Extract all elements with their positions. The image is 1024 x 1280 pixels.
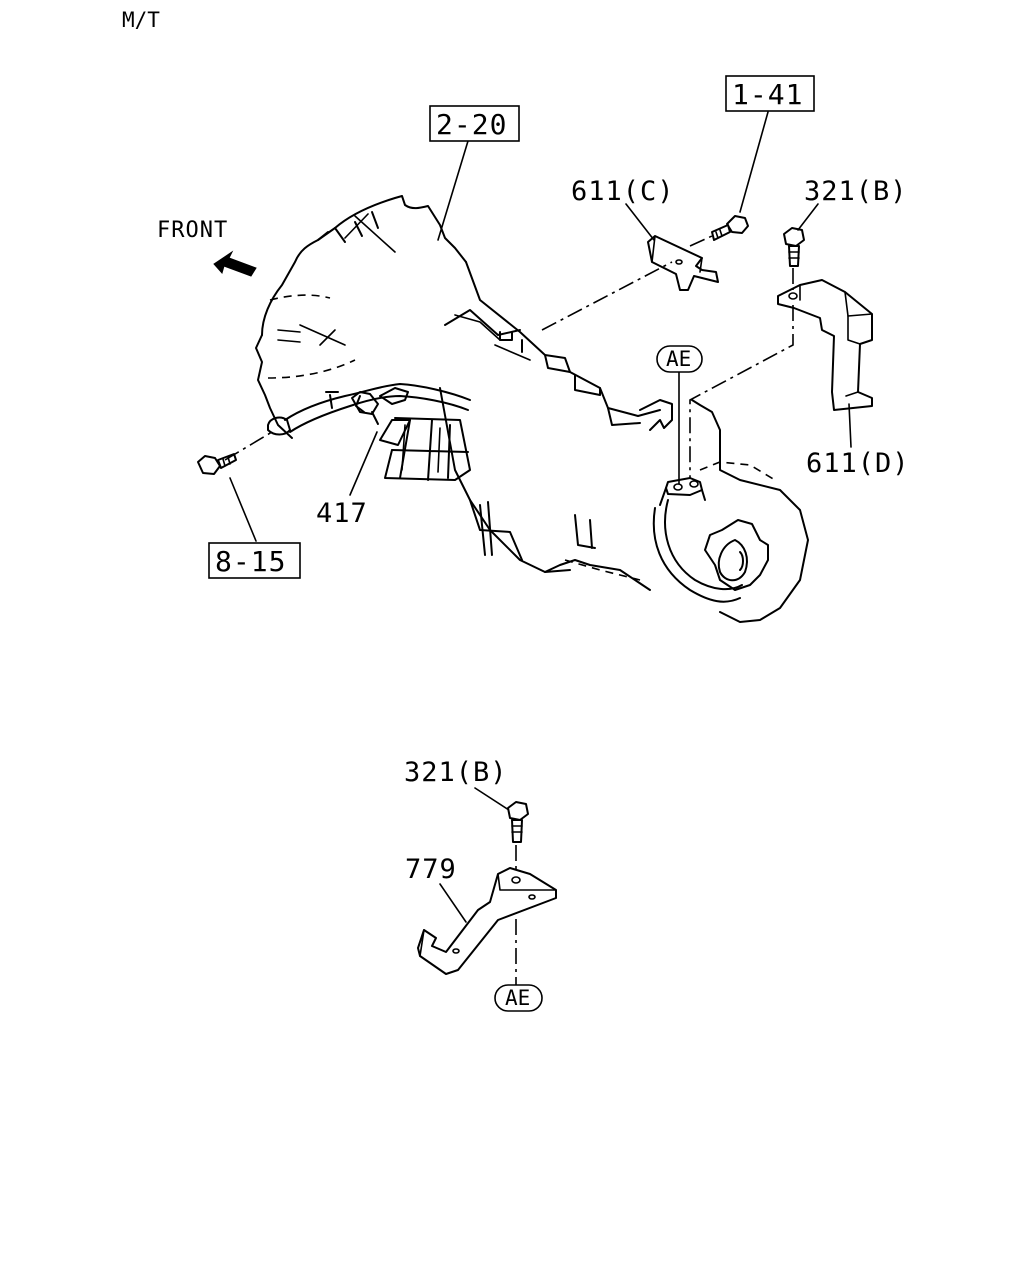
connector-ae-bottom: AE — [494, 984, 543, 1012]
align-line-611c — [541, 261, 673, 331]
bolt-1-41 — [711, 215, 749, 241]
leader-lines — [229, 111, 852, 923]
align-line-611d — [689, 305, 794, 478]
bolt-321b-bottom — [507, 801, 529, 843]
ref-label-2-20: 2-20 — [436, 108, 507, 141]
part-label-779[interactable]: 779 — [405, 854, 457, 885]
ref-box-8-15[interactable]: 8-15 — [208, 542, 301, 579]
front-label: FRONT — [157, 218, 228, 243]
ref-label-1-41: 1-41 — [732, 78, 803, 111]
part-label-321b-top[interactable]: 321(B) — [804, 176, 908, 207]
part-label-611d[interactable]: 611(D) — [806, 448, 910, 479]
part-label-611c[interactable]: 611(C) — [571, 176, 675, 207]
bolt-321b-top — [783, 227, 805, 267]
bolt-8-15 — [197, 453, 237, 475]
front-arrow-icon — [213, 250, 257, 277]
align-line-8-15 — [224, 431, 273, 461]
variant-label: M/T — [122, 8, 160, 32]
connector-label-ae-bottom: AE — [505, 986, 530, 1010]
bracket-611d — [777, 279, 873, 411]
ref-box-1-41[interactable]: 1-41 — [725, 75, 815, 112]
transmission-assembly — [255, 195, 809, 623]
part-label-417[interactable]: 417 — [316, 498, 368, 529]
bracket-611c — [647, 235, 719, 291]
ref-label-8-15: 8-15 — [215, 545, 286, 578]
connector-label-ae-top: AE — [666, 347, 691, 371]
ref-box-2-20[interactable]: 2-20 — [429, 105, 520, 142]
align-line-1-41 — [689, 235, 713, 247]
bracket-779 — [417, 867, 557, 975]
connector-ae-top: AE — [656, 345, 703, 373]
part-label-321b-bottom[interactable]: 321(B) — [404, 757, 508, 788]
